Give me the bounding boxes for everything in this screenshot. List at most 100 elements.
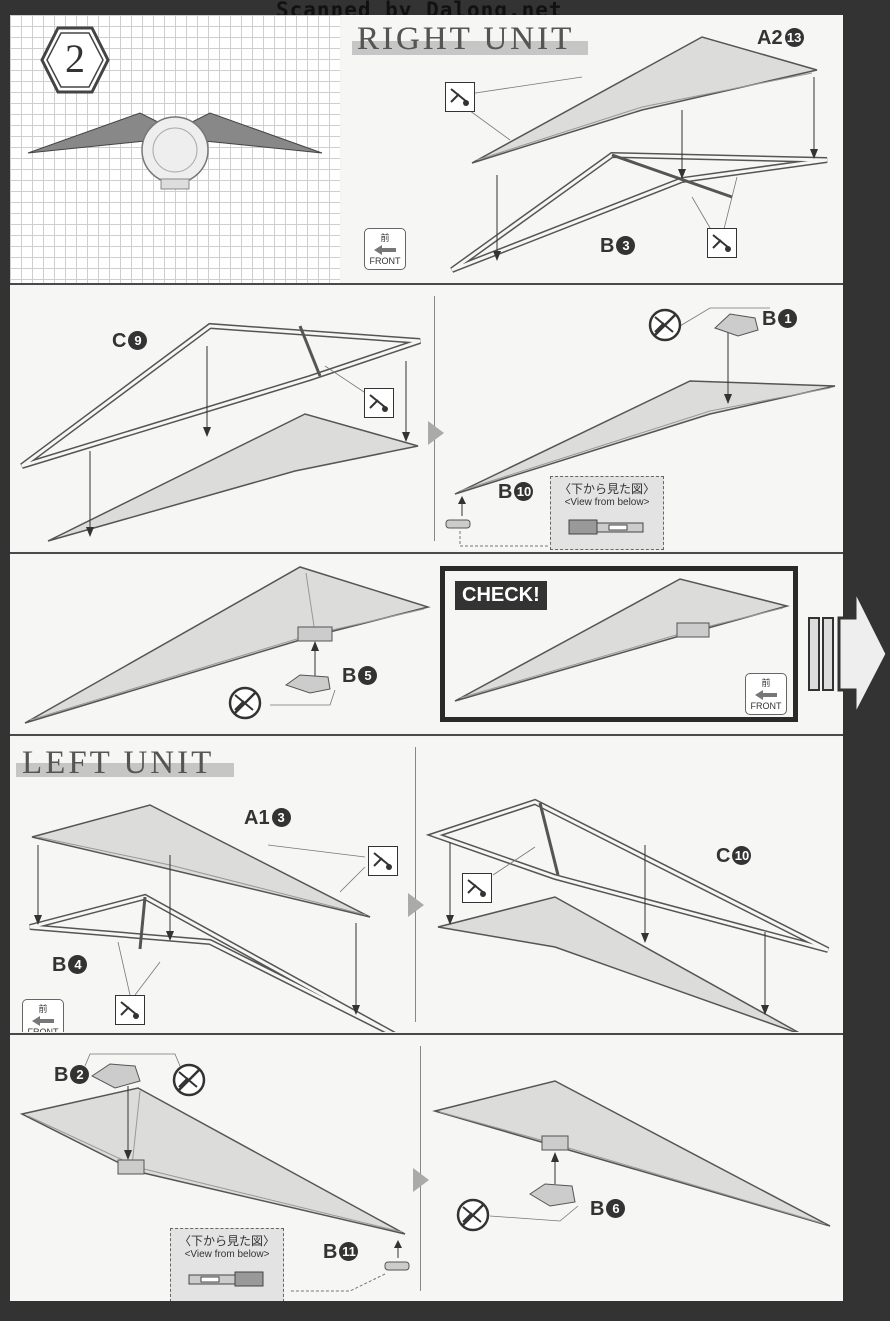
front-badge: 前 FRONT bbox=[745, 673, 787, 715]
right-wing-frame-attach-diagram bbox=[20, 307, 836, 547]
no-cut-icon bbox=[228, 686, 262, 720]
front-badge-kanji: 前 bbox=[761, 678, 771, 688]
view-from-below-jp: 〈下から見た図〉 bbox=[558, 482, 655, 496]
right-wing-b5-diagram bbox=[24, 566, 431, 724]
front-badge: 前 FRONT bbox=[364, 228, 406, 270]
view-from-below-jp: 〈下から見た図〉 bbox=[178, 1234, 275, 1248]
part-a2-letter: A2 bbox=[757, 27, 783, 49]
cut-icon bbox=[364, 388, 394, 418]
next-arrow-icon bbox=[808, 589, 889, 717]
no-cut-icon bbox=[456, 1198, 490, 1232]
front-arrow-icon bbox=[374, 245, 396, 255]
vertical-divider bbox=[420, 1046, 421, 1291]
cut-icon bbox=[368, 846, 398, 876]
overview-panel: 2 bbox=[10, 15, 340, 283]
part-b11-letter: B bbox=[323, 1241, 338, 1263]
divider bbox=[10, 734, 843, 736]
part-c10-num: 10 bbox=[732, 846, 752, 865]
part-b1-num: 1 bbox=[778, 309, 798, 328]
front-badge-label: FRONT bbox=[27, 1027, 59, 1032]
front-badge-kanji: 前 bbox=[38, 1004, 48, 1014]
front-arrow-icon bbox=[32, 1016, 54, 1026]
divider bbox=[10, 552, 843, 554]
cut-icon bbox=[445, 82, 475, 112]
right-unit-title-text-overlay: RIGHT UNIT bbox=[357, 21, 575, 57]
part-b2-num: 2 bbox=[70, 1065, 90, 1084]
view-from-below-en: <View from below> bbox=[184, 1249, 270, 1260]
cut-icon bbox=[707, 228, 737, 258]
part-b10-num: 10 bbox=[514, 482, 534, 501]
front-badge-kanji: 前 bbox=[380, 233, 390, 243]
right-wing-exploded-diagram bbox=[450, 36, 828, 273]
right-unit-title-text: RIGHT UNIT bbox=[357, 21, 575, 57]
part-b11-num: 11 bbox=[339, 1242, 359, 1261]
part-b6-num: 6 bbox=[606, 1199, 626, 1218]
right-unit-title: RIGHT UNIT bbox=[357, 21, 574, 58]
no-cut-icon bbox=[648, 308, 682, 342]
left-wing-exploded-diagram bbox=[29, 798, 830, 1032]
part-a1-letter: A1 bbox=[244, 807, 270, 829]
part-b2-letter: B bbox=[54, 1064, 69, 1086]
left-unit-title-shade bbox=[16, 763, 234, 777]
part-b3-num: 3 bbox=[616, 236, 636, 255]
part-a1-num: 3 bbox=[271, 808, 291, 827]
part-b4-num: 4 bbox=[68, 955, 88, 974]
pin-bottom-view bbox=[568, 519, 644, 535]
view-from-below-box: 〈下から見た図〉 <View from below> bbox=[550, 476, 664, 550]
left-wing-attach-diagram bbox=[19, 1053, 831, 1292]
no-cut-icon bbox=[172, 1063, 206, 1097]
left-unit-title: LEFT UNIT bbox=[22, 745, 214, 782]
model-overview-illustration bbox=[27, 112, 323, 190]
part-c9-num: 9 bbox=[128, 331, 148, 350]
divider bbox=[10, 283, 843, 285]
step-number: 2 bbox=[65, 36, 85, 81]
cut-icon bbox=[462, 873, 492, 903]
part-b1-letter: B bbox=[762, 308, 777, 330]
left-unit-title-text: LEFT UNIT bbox=[22, 745, 215, 781]
part-a2-num: 13 bbox=[784, 28, 804, 47]
front-badge-label: FRONT bbox=[750, 701, 782, 711]
check-frame: CHECK! 前 FRONT bbox=[440, 566, 798, 722]
right-unit-title-shade bbox=[352, 41, 588, 55]
vertical-divider bbox=[415, 747, 416, 1022]
part-b4-letter: B bbox=[52, 954, 67, 976]
cut-icon bbox=[115, 995, 145, 1025]
part-c9-letter: C bbox=[112, 330, 127, 352]
right-wing-check-illustration bbox=[454, 578, 790, 702]
part-b6-letter: B bbox=[590, 1198, 605, 1220]
view-from-below-en: <View from below> bbox=[564, 497, 650, 508]
front-badge: 前 FRONT bbox=[22, 999, 64, 1032]
part-b10-letter: B bbox=[498, 481, 513, 503]
step-number-hexagon bbox=[40, 26, 110, 94]
part-b5-num: 5 bbox=[358, 666, 378, 685]
front-arrow-icon bbox=[755, 690, 777, 700]
vertical-divider bbox=[434, 296, 435, 541]
front-badge-label: FRONT bbox=[369, 256, 401, 266]
part-c10-letter: C bbox=[716, 845, 731, 867]
view-from-below-box: 〈下から見た図〉 <View from below> bbox=[170, 1228, 284, 1301]
part-b3-letter: B bbox=[600, 235, 615, 257]
part-b5-letter: B bbox=[342, 665, 357, 687]
pin-bottom-view bbox=[188, 1271, 264, 1287]
check-badge: CHECK! bbox=[455, 581, 547, 610]
divider bbox=[10, 1033, 843, 1035]
